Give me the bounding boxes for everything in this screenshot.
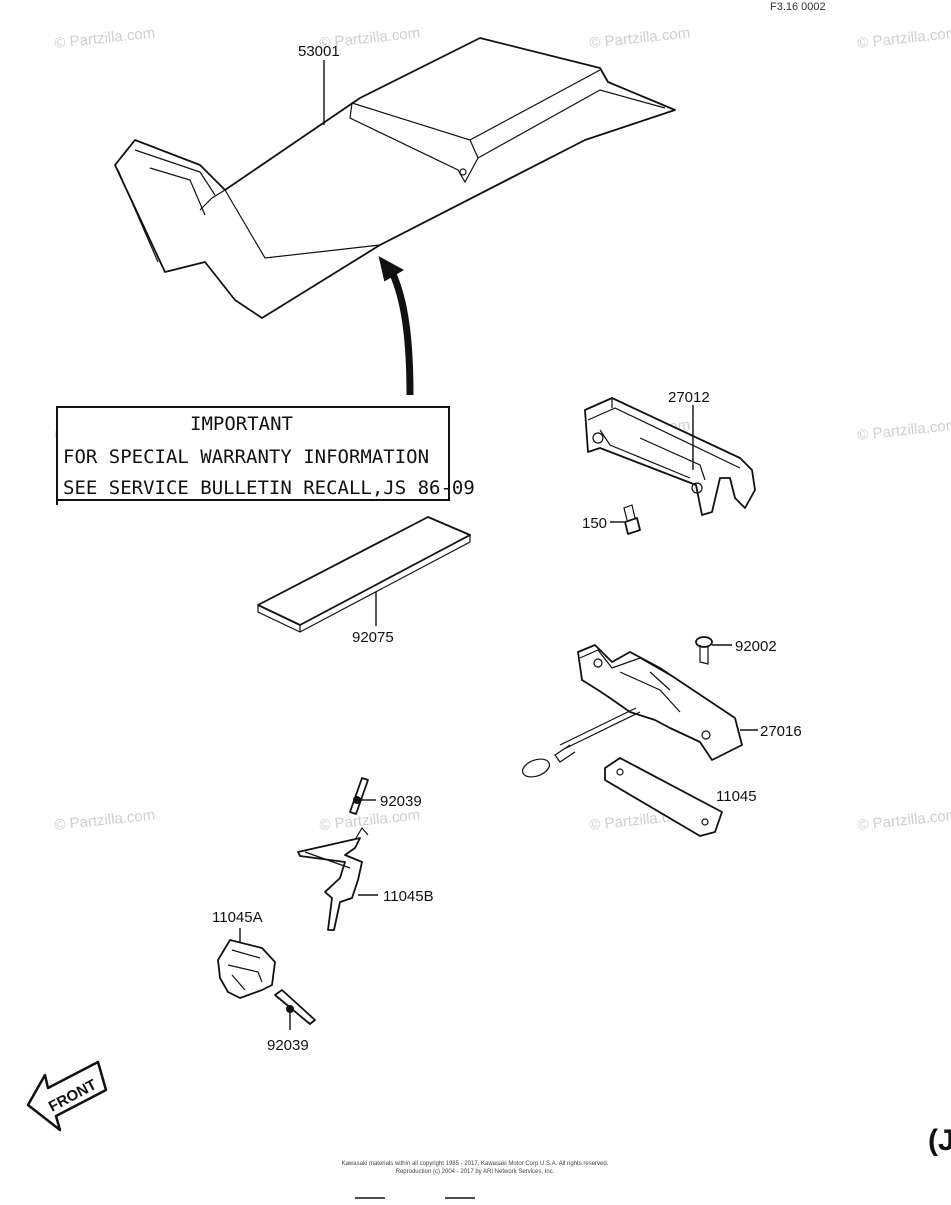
clip-11045a[interactable] xyxy=(217,939,276,999)
bracket-11045b[interactable] xyxy=(297,826,369,931)
notice-title: IMPORTANT xyxy=(190,413,293,435)
bolt-150[interactable] xyxy=(623,504,641,535)
part-label-92075[interactable]: 92075 xyxy=(352,629,394,646)
part-label-92039-lower[interactable]: 92039 xyxy=(267,1037,309,1054)
front-direction-arrow: FRONT xyxy=(26,1060,108,1132)
watermark: © Partzilla.com xyxy=(54,25,156,52)
watermark: © Partzilla.com xyxy=(54,807,156,834)
part-label-27016[interactable]: 27016 xyxy=(760,723,802,740)
watermark: © Partzilla.com xyxy=(589,25,691,52)
part-label-11045[interactable]: 11045 xyxy=(716,788,757,805)
part-label-27012[interactable]: 27012 xyxy=(668,389,710,406)
copyright-line-1: Kawasaki materials within all copyright … xyxy=(342,1161,609,1167)
part-label-53001[interactable]: 53001 xyxy=(298,43,340,60)
copyright-line-2: Reproduction (c) 2004 - 2017 by ARI Netw… xyxy=(396,1169,555,1175)
bolt-92002[interactable] xyxy=(695,636,713,665)
pointer-arrow xyxy=(378,256,414,396)
hinge-27012[interactable] xyxy=(584,397,756,516)
part-label-150[interactable]: 150 xyxy=(582,515,607,532)
figure-code: F3.16 0002 xyxy=(770,1,826,13)
pin-92039-lower[interactable] xyxy=(274,989,316,1025)
notice-line-2: SEE SERVICE BULLETIN RECALL,JS 86-09 xyxy=(63,477,475,499)
watermark: © Partzilla.com xyxy=(857,25,951,52)
corner-mark: (J xyxy=(928,1124,951,1157)
part-label-11045a[interactable]: 11045A xyxy=(212,909,263,926)
seat-53001[interactable] xyxy=(114,37,676,319)
pad-92075[interactable] xyxy=(257,516,471,633)
warranty-notice-label: IMPORTANT FOR SPECIAL WARRANTY INFORMATI… xyxy=(56,406,475,505)
notice-line-1: FOR SPECIAL WARRANTY INFORMATION xyxy=(63,446,429,468)
watermark: © Partzilla.com xyxy=(857,417,951,444)
latch-27016[interactable] xyxy=(520,644,743,780)
part-label-92039-upper[interactable]: 92039 xyxy=(380,793,422,810)
part-label-11045b[interactable]: 11045B xyxy=(383,888,434,905)
plate-11045[interactable] xyxy=(604,757,723,837)
watermark: © Partzilla.com xyxy=(857,807,951,834)
part-label-92002[interactable]: 92002 xyxy=(735,638,777,655)
pin-92039-upper[interactable] xyxy=(349,777,369,815)
watermark: © Partzilla.com xyxy=(319,807,421,834)
